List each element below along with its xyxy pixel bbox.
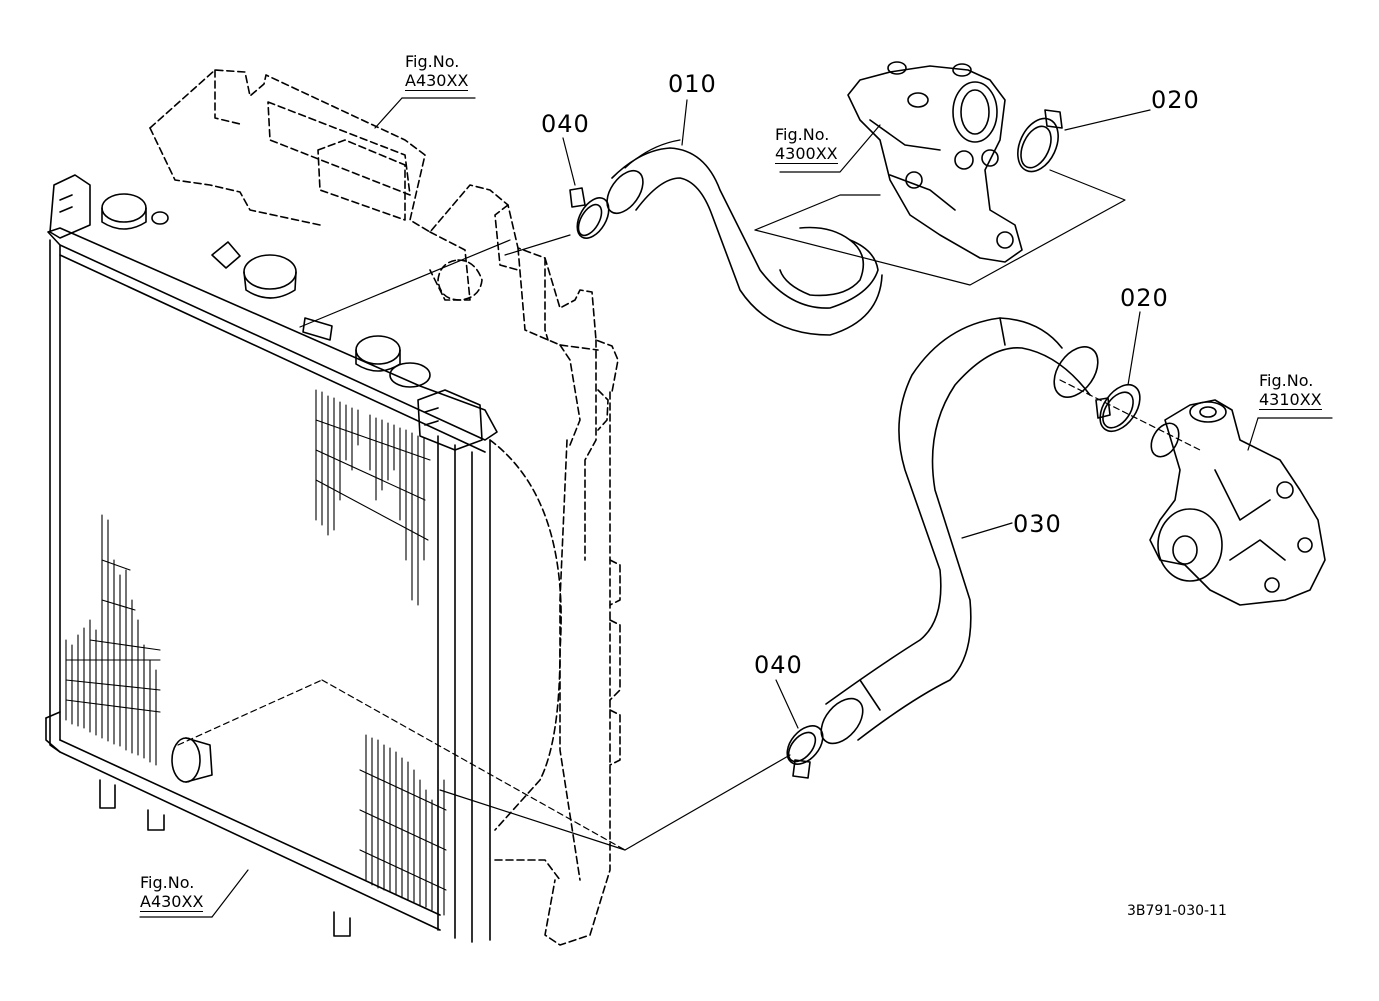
figref-thermostat[interactable]: Fig.No. 4300XX [775, 127, 838, 164]
figref-top-radiator-prefix: Fig.No. [405, 52, 460, 71]
clamp-020-right [1095, 384, 1141, 432]
figref-water-pump[interactable]: Fig.No. 4310XX [1259, 373, 1322, 410]
part-label-010[interactable]: 010 [668, 70, 717, 98]
clamp-040-bottom [786, 725, 824, 779]
figref-top-radiator[interactable]: Fig.No. A430XX [405, 52, 469, 91]
part-label-020-top[interactable]: 020 [1151, 86, 1200, 114]
water-pump [1149, 399, 1326, 606]
part-label-040-bottom[interactable]: 040 [754, 651, 803, 679]
part-label-030[interactable]: 030 [1013, 510, 1062, 538]
radiator-assembly [45, 174, 498, 943]
figref-bottom-radiator[interactable]: Fig.No. A430XX [140, 873, 204, 912]
thermostat-housing [847, 61, 1023, 263]
clamp-040-top [569, 187, 610, 239]
fan-shroud [149, 69, 621, 946]
part-label-020-right[interactable]: 020 [1120, 284, 1169, 312]
figref-thermostat-number: 4300XX [775, 144, 838, 164]
hose-030 [820, 317, 1099, 745]
figref-thermostat-prefix: Fig.No. [775, 125, 830, 144]
callout-leaders [139, 97, 1333, 918]
hose-010 [606, 139, 883, 336]
part-label-040-top[interactable]: 040 [541, 110, 590, 138]
figref-top-radiator-number: A430XX [405, 71, 469, 91]
drawing-code: 3B791-030-11 [1127, 903, 1227, 919]
connection-lines [177, 169, 1201, 851]
figref-water-pump-prefix: Fig.No. [1259, 371, 1314, 390]
figref-bottom-radiator-prefix: Fig.No. [140, 873, 195, 892]
clamp-020-top [1017, 109, 1063, 173]
figref-bottom-radiator-number: A430XX [140, 892, 204, 912]
figref-water-pump-number: 4310XX [1259, 390, 1322, 410]
